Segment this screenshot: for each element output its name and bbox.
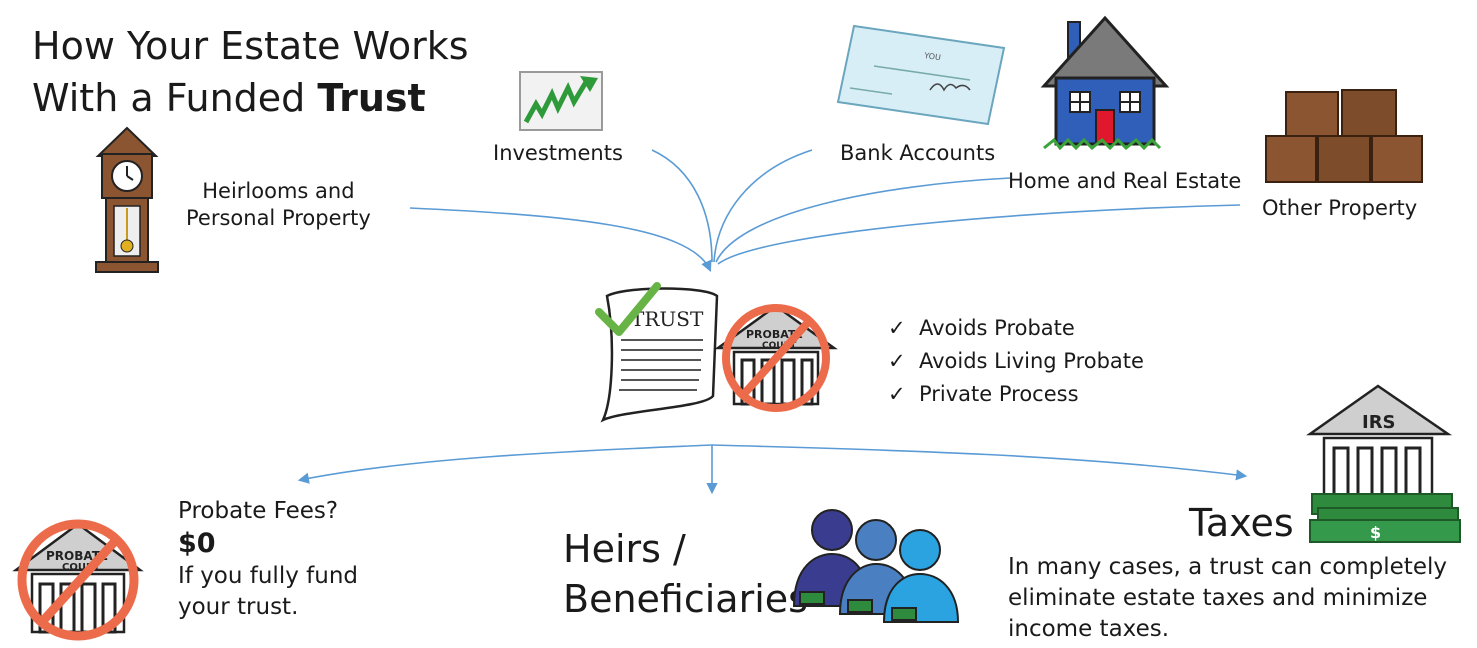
no-probate-court-icon: PROBATE COURT: [714, 304, 838, 412]
irs-money-icon: IRS $: [1306, 384, 1461, 543]
benefit-item: ✓ Avoids Probate: [888, 312, 1144, 345]
title-line-2: With a Funded Trust: [32, 72, 469, 124]
arrow-from-investments: [651, 149, 713, 263]
other-property-label: Other Property: [1262, 196, 1418, 220]
heirs-label-line-2: Beneficiaries: [563, 577, 808, 621]
house-icon: [1040, 15, 1170, 150]
court-label-1: PROBATE: [746, 328, 803, 341]
heirlooms-label-line-2: Personal Property: [186, 206, 371, 230]
heirs-label: Heirs / Beneficiaries: [563, 524, 808, 624]
court-label-2: COURT: [762, 341, 797, 351]
title-trust-word: Trust: [317, 76, 426, 120]
beneficiaries-people-icon: [792, 509, 960, 623]
dollar-sign: $: [1370, 523, 1381, 542]
probate-outcome: Probate Fees? $0 If you fully fund your …: [178, 496, 358, 623]
benefit-label: Avoids Living Probate: [918, 349, 1144, 373]
arrow-from-bank: [713, 149, 813, 263]
benefits-list: ✓ Avoids Probate ✓ Avoids Living Probate…: [888, 312, 1144, 411]
trust-word: TRUST: [631, 307, 704, 331]
probate-note-line-1: If you fully fund: [178, 563, 358, 589]
arrow-from-heirlooms: [409, 207, 712, 273]
home-real-estate-label: Home and Real Estate: [1008, 169, 1242, 193]
title-line-1: How Your Estate Works: [32, 24, 469, 68]
probate-fees-heading: Probate Fees?: [178, 498, 339, 524]
arrow-from-home: [715, 177, 1011, 263]
heirlooms-label-line-1: Heirlooms and: [202, 179, 355, 203]
probate-fees-amount: $0: [178, 528, 216, 559]
taxes-heading: Taxes: [1189, 501, 1294, 545]
benefit-label: Avoids Probate: [918, 316, 1075, 340]
taxes-note-line-1: In many cases, a trust can completely: [1008, 554, 1447, 580]
arrow-to-probate: [297, 444, 713, 484]
taxes-note: In many cases, a trust can completely el…: [1008, 552, 1447, 645]
benefit-label: Private Process: [918, 382, 1079, 406]
probate-note-line-2: your trust.: [178, 594, 299, 620]
benefit-item: ✓ Avoids Living Probate: [888, 345, 1144, 378]
heirs-label-line-1: Heirs /: [563, 527, 686, 571]
title-line-2-prefix: With a Funded: [32, 76, 318, 120]
check-icon: ✓: [888, 382, 906, 406]
taxes-note-line-3: income taxes.: [1008, 616, 1170, 642]
check-icon: ✓: [888, 316, 906, 340]
investments-chart-icon: [519, 71, 603, 131]
irs-label: IRS: [1362, 412, 1396, 433]
benefit-item: ✓ Private Process: [888, 378, 1144, 411]
check-mark-icon: [595, 282, 661, 336]
taxes-note-line-2: eliminate estate taxes and minimize: [1008, 585, 1428, 611]
boxes-icon: [1265, 89, 1423, 183]
svg-text:YOU: YOU: [923, 51, 942, 62]
bank-accounts-label: Bank Accounts: [840, 141, 996, 165]
bank-check-icon: YOU: [836, 24, 1006, 126]
arrow-from-other: [717, 204, 1241, 265]
court-label-2: COURT: [62, 562, 100, 573]
arrow-to-taxes: [711, 444, 1248, 481]
probate-court-icon: PROBATE COURT: [12, 519, 144, 641]
investments-label: Investments: [493, 141, 623, 165]
trust-document-icon: TRUST: [595, 282, 719, 423]
heirlooms-label: Heirlooms and Personal Property: [186, 178, 371, 232]
grandfather-clock-icon: [95, 126, 159, 273]
check-icon: ✓: [888, 349, 906, 373]
page-title: How Your Estate Works With a Funded Trus…: [32, 20, 469, 124]
